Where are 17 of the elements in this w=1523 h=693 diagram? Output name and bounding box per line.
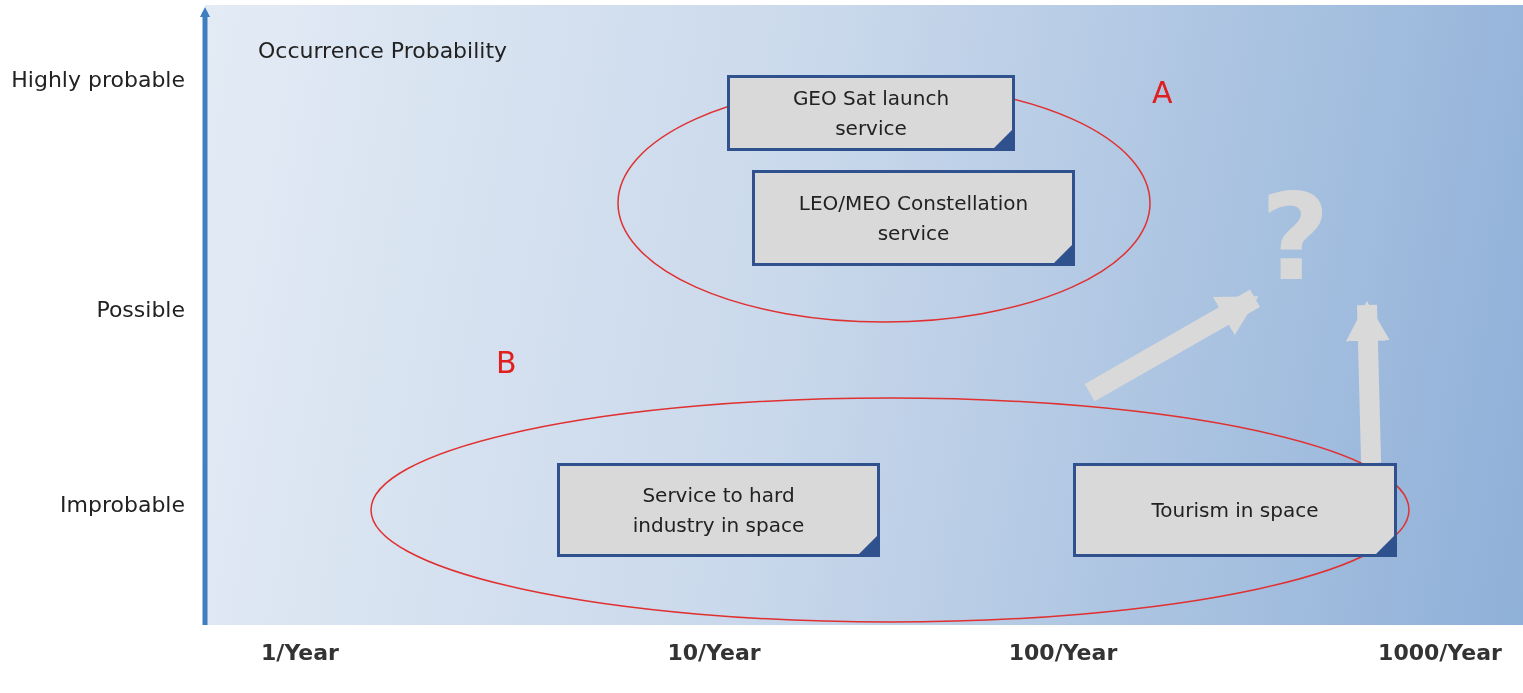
x-axis-label: 1/Year [260, 640, 340, 665]
x-axis-label: 1000/Year [1377, 640, 1503, 665]
axis-title: Occurrence Probability [258, 38, 508, 63]
note-card: LEO/MEO Constellation service [752, 170, 1075, 266]
x-axis-label: 10/Year [666, 640, 762, 665]
note-card: Tourism in space [1073, 463, 1397, 557]
y-axis-label: Highly probable [10, 66, 185, 94]
note-card: GEO Sat launch service [727, 75, 1015, 151]
y-axis-label: Improbable [59, 491, 185, 519]
group-letter: A [1152, 75, 1173, 110]
note-card: Service to hard industry in space [557, 463, 880, 557]
arrow [1345, 301, 1390, 464]
y-axis-label: Possible [95, 296, 185, 324]
group-letter: B [496, 345, 517, 380]
x-axis-label: 100/Year [1007, 640, 1119, 665]
question-mark: ? [1260, 177, 1330, 298]
arrow [1084, 289, 1260, 402]
